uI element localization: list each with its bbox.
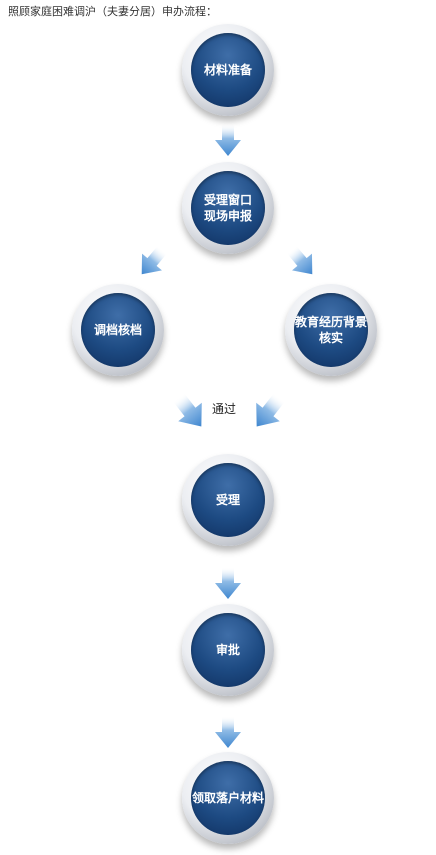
arrow-right-1 — [281, 241, 323, 283]
node-label: 教育经历背景 — [294, 315, 367, 329]
pass-label: 通过 — [212, 402, 237, 416]
node-education: 教育经历背景 核实 — [285, 284, 377, 376]
node-label: 调档核档 — [93, 323, 142, 337]
node-label: 审批 — [215, 643, 240, 657]
node-label: 领取落户材料 — [191, 791, 264, 805]
node-window: 受理窗口 现场申报 — [182, 162, 274, 254]
node-label: 核实 — [318, 331, 343, 345]
arrow-down-2 — [215, 567, 241, 599]
flow-heading: 照顾家庭困难调沪（夫妻分居）申办流程： — [8, 5, 217, 18]
arrow-down-1 — [215, 124, 241, 156]
node-archive: 调档核档 — [72, 284, 164, 376]
node-label: 材料准备 — [203, 63, 252, 77]
arrow-right-2 — [244, 388, 292, 436]
node-label: 现场申报 — [203, 209, 252, 223]
arrow-down-3 — [215, 716, 241, 748]
node-materials: 材料准备 — [182, 24, 274, 116]
arrow-left-1 — [131, 241, 173, 283]
arrow-left-2 — [166, 388, 214, 436]
node-collect: 领取落户材料 — [182, 752, 274, 844]
node-label: 受理 — [215, 493, 240, 507]
node-accept: 受理 — [182, 454, 274, 546]
node-label: 受理窗口 — [203, 193, 252, 207]
node-approve: 审批 — [182, 604, 274, 696]
